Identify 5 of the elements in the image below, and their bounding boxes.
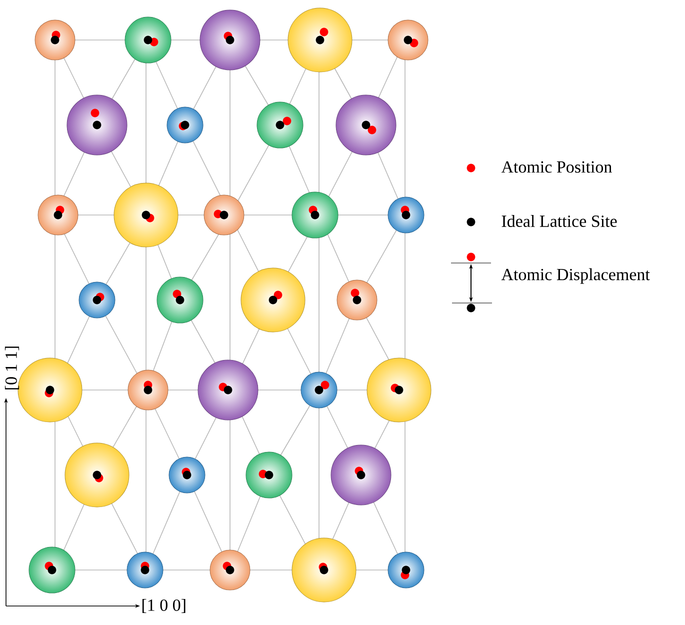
legend-text: Ideal Lattice Site bbox=[502, 215, 617, 227]
axis-label: [1 0 0] bbox=[142, 598, 186, 614]
legend-text: Atomic Position bbox=[501, 161, 612, 173]
legend-text: Atomic Displacement bbox=[501, 268, 650, 284]
axis-label: [0 1 1] bbox=[4, 346, 20, 390]
